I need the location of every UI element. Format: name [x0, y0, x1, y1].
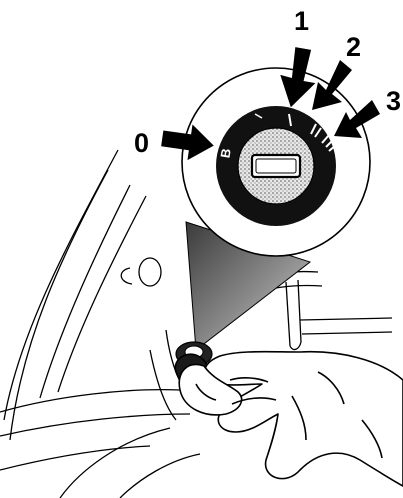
magnified-switch: B: [182, 68, 370, 256]
key-slot: [252, 155, 300, 177]
label-position-0: 0: [134, 128, 149, 158]
label-position-3: 3: [386, 86, 401, 116]
hand-with-key: [175, 352, 403, 486]
label-position-2: 2: [346, 32, 361, 62]
label-position-1: 1: [294, 6, 309, 36]
